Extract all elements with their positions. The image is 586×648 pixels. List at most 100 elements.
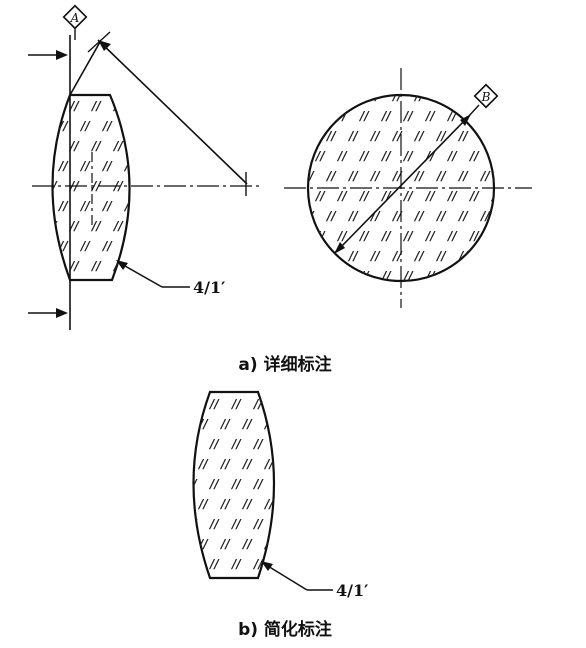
hatch-mark: // xyxy=(369,129,381,143)
hatch-mark: // xyxy=(391,169,403,183)
hatch-mark: // xyxy=(219,457,231,471)
hatch-mark: // xyxy=(479,249,491,263)
hatch-mark: // xyxy=(274,477,286,491)
hatch-mark: // xyxy=(123,199,135,213)
datum-a-marker: A xyxy=(62,4,88,30)
hatch-mark: // xyxy=(457,169,469,183)
hatch-mark: // xyxy=(336,189,348,203)
hatch-mark: // xyxy=(424,269,436,283)
datum-a-label: A xyxy=(70,11,80,25)
hatch-mark: // xyxy=(90,219,102,233)
hatch-mark: // xyxy=(252,477,264,491)
simplified-lens: // // // // // // // // // // // // // // // // // // // //… xyxy=(186,390,286,580)
hatch-mark: // xyxy=(314,109,326,123)
hatch-mark: // xyxy=(336,269,348,283)
hatch-mark: // xyxy=(325,209,337,223)
hatch-mark: // xyxy=(112,99,124,113)
hatch-mark: // xyxy=(123,159,135,173)
hatch-mark: // xyxy=(303,89,315,103)
lens-outline xyxy=(192,390,276,580)
hatch-mark: // xyxy=(46,259,58,273)
hatch-mark: // xyxy=(446,189,458,203)
hatch-mark: // xyxy=(134,259,146,273)
hatch-mark: // xyxy=(263,497,275,511)
hatch-mark: // xyxy=(435,89,447,103)
hatch-mark: // xyxy=(358,149,370,163)
hatch-mark: // xyxy=(446,229,458,243)
caption-a: a) 详细标注 xyxy=(238,354,331,375)
hatch-mark: // xyxy=(230,517,242,531)
hatch-mark: // xyxy=(241,497,253,511)
hatch-mark: // xyxy=(435,209,447,223)
hatch-mark: // xyxy=(303,249,315,263)
hatch-mark: // xyxy=(46,219,58,233)
hatch-mark: // xyxy=(252,517,264,531)
hatch-mark: // xyxy=(90,99,102,113)
tolerance-leader-b-arrowhead xyxy=(261,561,273,571)
hatch-mark: // xyxy=(314,149,326,163)
datum-b-marker: B xyxy=(473,83,499,109)
hatch-mark: // xyxy=(336,149,348,163)
hatch-mark: // xyxy=(424,229,436,243)
hatch-mark: // xyxy=(219,537,231,551)
hatch-mark: // xyxy=(402,229,414,243)
hatch-mark: // xyxy=(241,537,253,551)
hatch-mark: // xyxy=(413,129,425,143)
hatch-mark: // xyxy=(490,109,502,123)
hatch-mark: // xyxy=(391,249,403,263)
hatch-mark: // xyxy=(413,249,425,263)
hatch-mark: // xyxy=(424,189,436,203)
hatch-mark: // xyxy=(380,229,392,243)
hatch-mark: // xyxy=(197,497,209,511)
hatch-mark: // xyxy=(90,139,102,153)
hatch-mark: // xyxy=(208,477,220,491)
hatch-mark: // xyxy=(241,457,253,471)
hatch-mark: // xyxy=(57,199,69,213)
tolerance-leader-a-arrowhead xyxy=(116,260,128,270)
hatch-mark: // xyxy=(112,219,124,233)
lens-outline xyxy=(51,93,131,282)
hatch-mark: // xyxy=(435,169,447,183)
hatch-mark: // xyxy=(446,269,458,283)
hatch-mark: // xyxy=(252,557,264,571)
hatch-mark: // xyxy=(347,209,359,223)
hatch-mark: // xyxy=(369,249,381,263)
hatch-mark: // xyxy=(68,139,80,153)
hatch-mark: // xyxy=(112,139,124,153)
tolerance-label-b: 4/1′ xyxy=(336,581,368,600)
hatch-mark: // xyxy=(186,397,198,411)
hatch-mark: // xyxy=(274,397,286,411)
hatch-mark: // xyxy=(274,517,286,531)
hatch-mark: // xyxy=(358,189,370,203)
hatch-mark: // xyxy=(101,239,113,253)
hatch-mark: // xyxy=(186,477,198,491)
hatch-mark: // xyxy=(468,269,480,283)
hatch-mark: // xyxy=(358,109,370,123)
hatch-mark: // xyxy=(303,129,315,143)
hatch-mark: // xyxy=(68,219,80,233)
hatch-mark: // xyxy=(57,159,69,173)
hatch-mark: // xyxy=(79,199,91,213)
hatch-mark: // xyxy=(134,99,146,113)
hatch-mark: // xyxy=(446,109,458,123)
hatch-mark: // xyxy=(303,169,315,183)
hatch-mark: // xyxy=(123,119,135,133)
hatch-mark: // xyxy=(325,89,337,103)
hatch-mark: // xyxy=(230,437,242,451)
caption-b: b) 简化标注 xyxy=(238,619,332,640)
radius-arrowhead xyxy=(98,40,111,51)
hatch-mark: // xyxy=(219,417,231,431)
hatch-mark: // xyxy=(68,259,80,273)
hatch-mark: // xyxy=(79,159,91,173)
hatch-mark: // xyxy=(208,397,220,411)
hatch-mark: // xyxy=(230,557,242,571)
radius-line xyxy=(97,39,248,185)
hatch-mark: // xyxy=(336,109,348,123)
hatch-mark: // xyxy=(369,169,381,183)
hatch-mark: // xyxy=(46,99,58,113)
hatch-mark: // xyxy=(134,219,146,233)
hatch-mark: // xyxy=(457,89,469,103)
hatch-mark: // xyxy=(90,179,102,193)
hatch-mark: // xyxy=(391,209,403,223)
hatch-mark: // xyxy=(490,149,502,163)
